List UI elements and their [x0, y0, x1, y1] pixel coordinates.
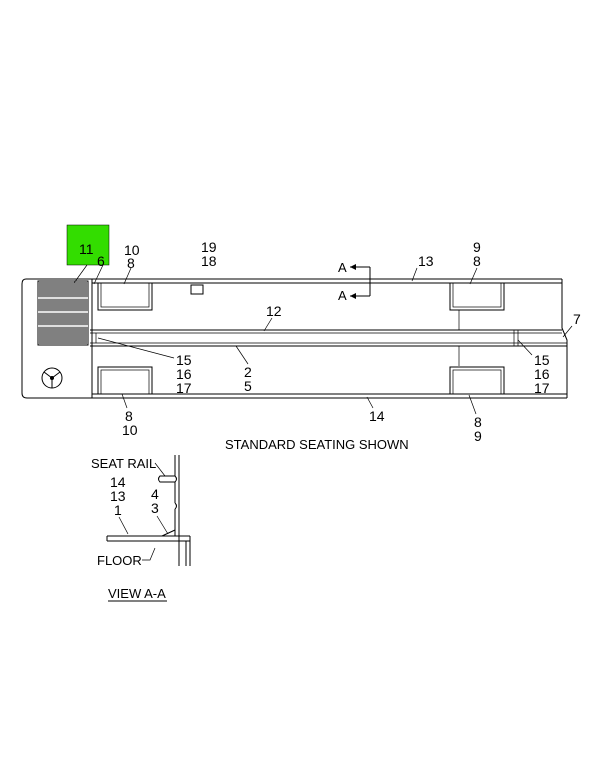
label-10-bottom: 10 [122, 422, 138, 438]
item-18-box [190, 284, 204, 295]
callout-highlight[interactable] [66, 224, 110, 266]
label-12: 12 [266, 303, 282, 319]
detail-label-floor: FLOOR [97, 553, 142, 568]
detail-label-seat-rail: SEAT RAIL [91, 456, 156, 471]
label-7: 7 [573, 311, 581, 327]
label-a-top: A [338, 260, 347, 275]
section-a-a-marker [350, 264, 371, 299]
label-13: 13 [418, 253, 434, 269]
detail-title: VIEW A-A [108, 586, 166, 601]
bus-body-outline [21, 278, 568, 399]
label-15-left: 15 [176, 352, 192, 368]
callout-number-11[interactable]: 11 [79, 241, 94, 257]
label-9-bottom-right: 9 [474, 428, 482, 444]
label-9-top: 9 [473, 239, 481, 255]
label-10-top: 10 [124, 242, 140, 258]
label-8-bottom: 8 [125, 408, 133, 424]
label-6: 6 [97, 253, 105, 269]
detail-label-13: 13 [110, 488, 126, 504]
detail-label-3: 3 [151, 500, 159, 516]
label-16-right: 16 [534, 366, 550, 382]
detail-label-1: 1 [114, 502, 122, 518]
wheel-well-rear-bottom [449, 366, 505, 395]
detail-label-4: 4 [151, 486, 159, 502]
leader-lines [73, 264, 573, 415]
label-19: 19 [201, 239, 217, 255]
label-15-right: 15 [534, 352, 550, 368]
wheel-well-front-top [97, 282, 153, 311]
label-18: 18 [201, 253, 217, 269]
caption-standard-seating: STANDARD SEATING SHOWN [225, 437, 409, 452]
wheel-well-rear-top [449, 282, 505, 311]
label-17-left: 17 [176, 380, 192, 396]
center-aisle [90, 310, 567, 366]
label-2: 2 [244, 364, 252, 380]
label-8-bottom-right: 8 [474, 414, 482, 430]
label-a-bottom: A [338, 288, 347, 303]
label-8-top: 8 [127, 255, 135, 271]
front-grille [37, 280, 89, 389]
label-17-right: 17 [534, 380, 550, 396]
label-16-left: 16 [176, 366, 192, 382]
label-8-top-right: 8 [473, 253, 481, 269]
detail-label-14: 14 [110, 474, 126, 490]
label-5: 5 [244, 378, 252, 394]
label-14: 14 [369, 408, 385, 424]
wheel-well-front-bottom [97, 366, 153, 395]
detail-view-a-a [106, 455, 191, 566]
